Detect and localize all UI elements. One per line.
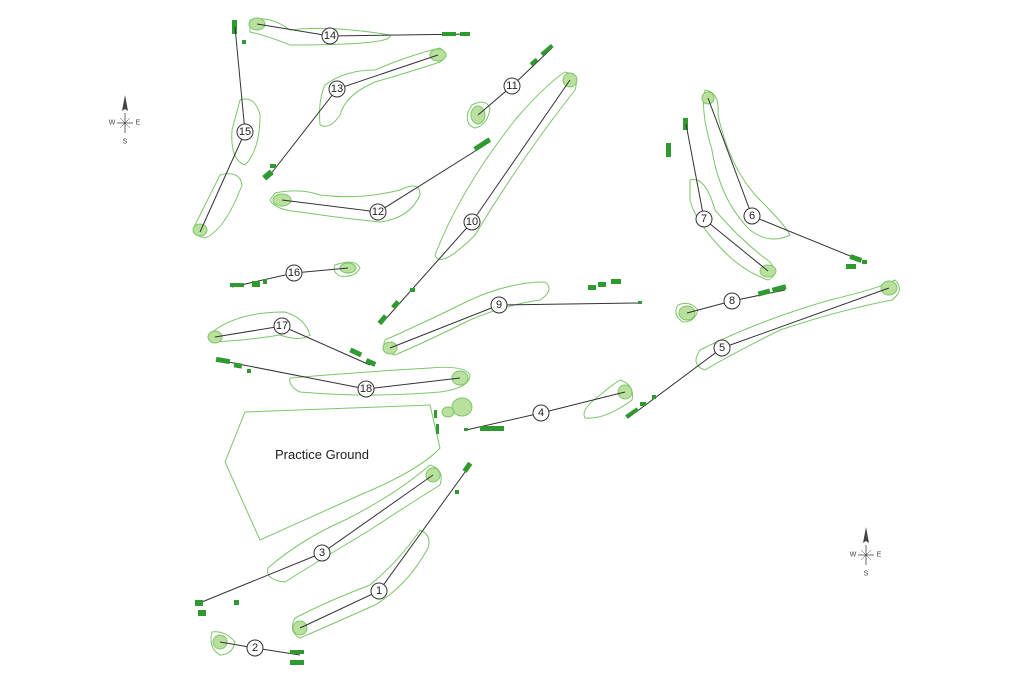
hole-number: 18	[360, 383, 372, 395]
compass-west: W	[109, 120, 116, 127]
hole-number: 10	[466, 216, 478, 228]
compass-east: E	[136, 120, 141, 127]
hole-17: 17	[207, 311, 377, 367]
hole-4: 4	[464, 379, 633, 431]
hole-3: 3	[195, 464, 442, 616]
hole-12: 12	[269, 137, 492, 223]
hole-15: 15	[192, 20, 261, 239]
practice-ground: Practice Ground	[224, 404, 441, 541]
hole-number: 17	[276, 320, 288, 332]
compass-east: E	[877, 552, 882, 559]
hole-number: 13	[331, 83, 343, 95]
hole-number: 16	[288, 267, 300, 279]
hole-8: 8	[675, 284, 787, 323]
compass-south: S	[123, 139, 128, 146]
hole-9: 9	[382, 279, 642, 356]
hole-1: 1	[291, 461, 473, 639]
hole-number: 14	[324, 30, 336, 42]
hole-number: 6	[749, 210, 755, 222]
hole-number: 2	[252, 642, 258, 654]
compass-west: W	[850, 552, 857, 559]
hole-number: 1	[376, 585, 382, 597]
hole-number: 5	[719, 342, 725, 354]
hole-14: 14	[248, 17, 471, 46]
hole-number: 4	[538, 407, 544, 419]
hole-16: 16	[230, 261, 361, 288]
hole-number: 7	[701, 213, 707, 225]
hole-10: 10	[377, 71, 578, 326]
hole-number: 3	[319, 547, 325, 559]
practice-ground-label: Practice Ground	[275, 447, 369, 462]
hole-6: 6	[701, 89, 867, 269]
hole-number: 11	[506, 80, 517, 92]
compass-rose: W E S	[109, 95, 141, 146]
hole-2: 2	[210, 631, 304, 665]
hole-5: 5	[625, 279, 900, 419]
hole-7: 7	[666, 118, 777, 281]
hole-13: 13	[262, 47, 447, 181]
green-cluster	[434, 397, 473, 434]
compass-rose: W E S	[850, 527, 882, 578]
hole-number: 8	[729, 295, 735, 307]
compass-south: S	[864, 571, 869, 578]
hole-11: 11	[466, 43, 554, 129]
hole-number: 12	[372, 206, 384, 218]
hole-18: 18	[215, 356, 471, 398]
hole-number: 9	[496, 299, 502, 311]
hole-number: 15	[239, 126, 251, 138]
